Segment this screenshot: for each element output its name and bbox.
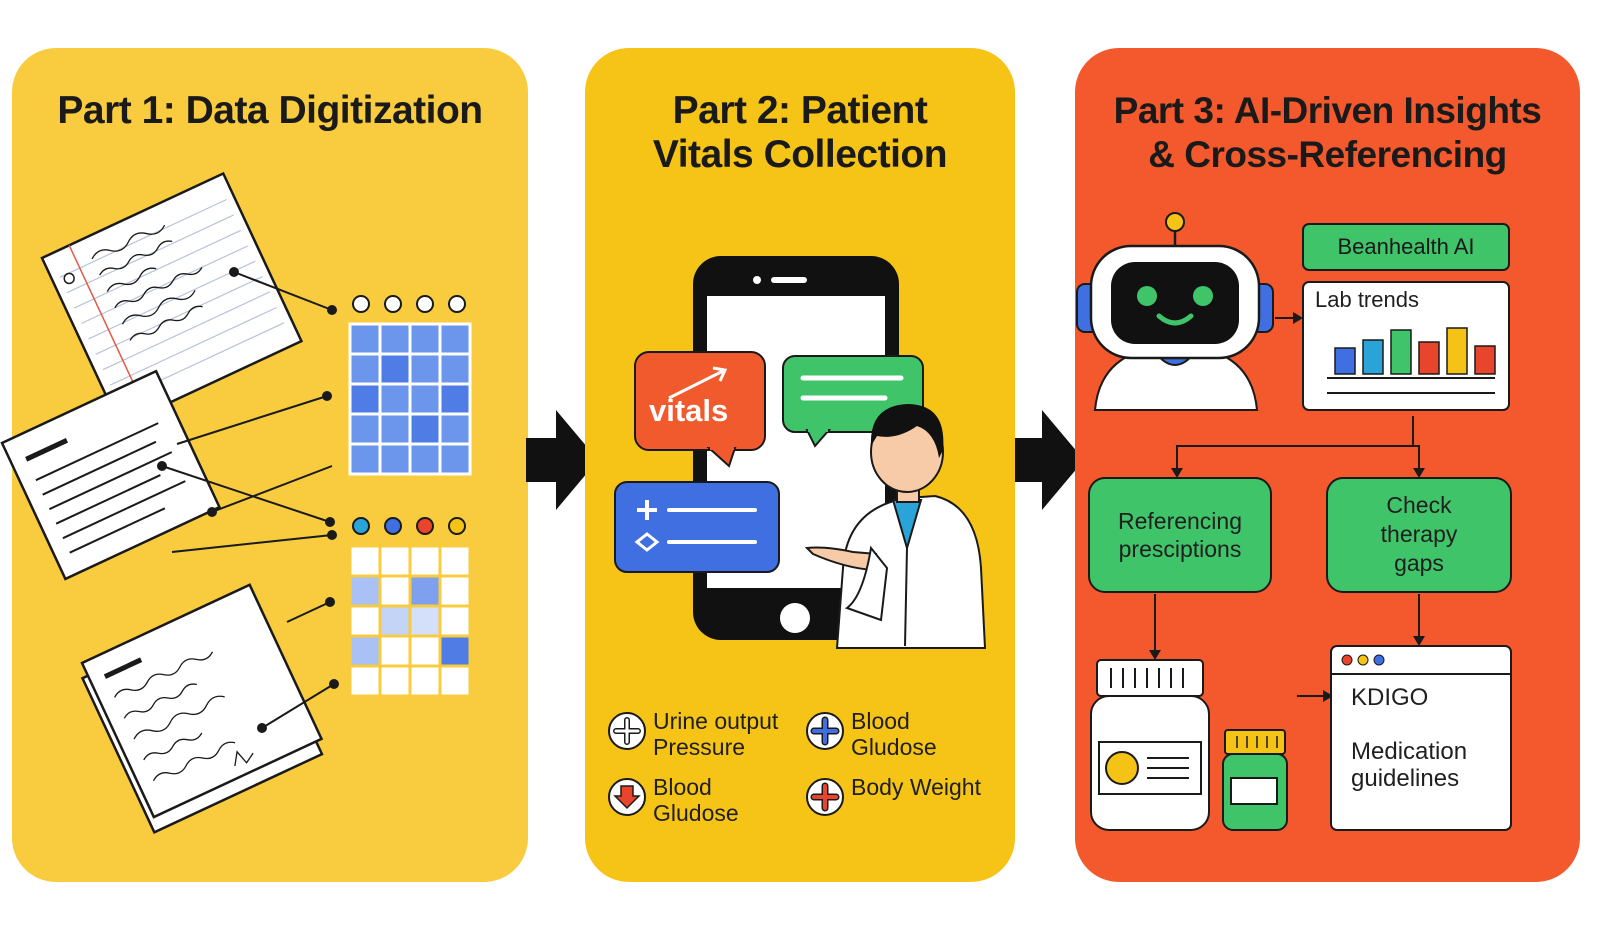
therapy-label-line3: gaps [1394, 550, 1444, 576]
plus-circle-icon [608, 712, 646, 750]
down-arrow-circle-icon [608, 778, 646, 816]
therapy-label-line2: therapy [1380, 521, 1458, 547]
blue-plus-circle-icon [806, 712, 844, 750]
red-plus-circle-icon [806, 778, 844, 816]
arrow-right-icon [1012, 410, 1084, 510]
ai-illustration [1076, 212, 1512, 831]
lab-trends-card [1302, 281, 1510, 411]
guidelines-window-icon [1330, 645, 1512, 831]
vital-blood-label: Blood [653, 774, 712, 800]
therapy-label-line1: Check [1386, 492, 1452, 518]
vitals-bubble [634, 351, 766, 468]
panel-title: Part 1: Data Digitization [57, 89, 483, 132]
vital-body-weight-label: Body Weight [851, 774, 981, 800]
panel-vitals-collection: Part 2: Patient Vitals Collection [585, 48, 1015, 882]
panel-title-line1: Part 3: AI-Driven Insights [1113, 90, 1542, 131]
digitization-illustration [0, 171, 472, 834]
vital-urine-output-label: Urine output [653, 708, 779, 734]
referencing-label-line1: Referencing [1117, 508, 1243, 534]
referencing-box [1088, 477, 1272, 593]
lab-trends-label: Lab trends [1315, 287, 1419, 312]
kdigo-label: KDIGO [1351, 684, 1429, 711]
vital-pressure-label: Pressure [653, 734, 746, 760]
ai-label: Beanhealth AI [1337, 234, 1475, 259]
panel-title-line1: Part 2: Patient [672, 89, 928, 132]
connector-lines [157, 267, 339, 733]
arrow-right-icon [526, 410, 598, 510]
guidelines-label-line1: Medication [1351, 738, 1468, 765]
doctor-icon [804, 404, 987, 649]
vital-blood-label: Blood [851, 708, 910, 734]
pill-bottle-icon [1090, 659, 1210, 831]
digital-grid-top [348, 295, 472, 476]
referencing-label-line2: presciptions [1118, 536, 1242, 562]
panel-title-line2: Vitals Collection [652, 133, 948, 176]
vital-gludose-label: Gludose [653, 800, 739, 826]
vitals-illustration [608, 256, 987, 816]
handwritten-page-icon [40, 171, 304, 428]
small-pill-bottle-icon [1222, 729, 1288, 831]
arrowheads [1149, 312, 1425, 702]
notes-stack-icon [80, 583, 324, 834]
printed-page-icon [0, 369, 222, 581]
therapy-box [1326, 477, 1512, 593]
panel-ai-insights: Part 3: AI-Driven Insights & Cross-Refer… [1075, 48, 1580, 882]
flow-connectors [1154, 317, 1420, 697]
digital-grid-bottom [348, 517, 472, 698]
robot-icon [1076, 212, 1274, 411]
vital-gludose-label: Gludose [851, 734, 937, 760]
panel-data-digitization: Part 1: Data Digitization [0, 48, 528, 882]
vitals-bubble-label: vitals [649, 393, 729, 428]
ai-label-box [1302, 223, 1510, 271]
panel-title-line2: & Cross-Referencing [1148, 134, 1507, 175]
guidelines-label-line2: guidelines [1351, 765, 1460, 792]
health-card-icon [614, 481, 780, 573]
